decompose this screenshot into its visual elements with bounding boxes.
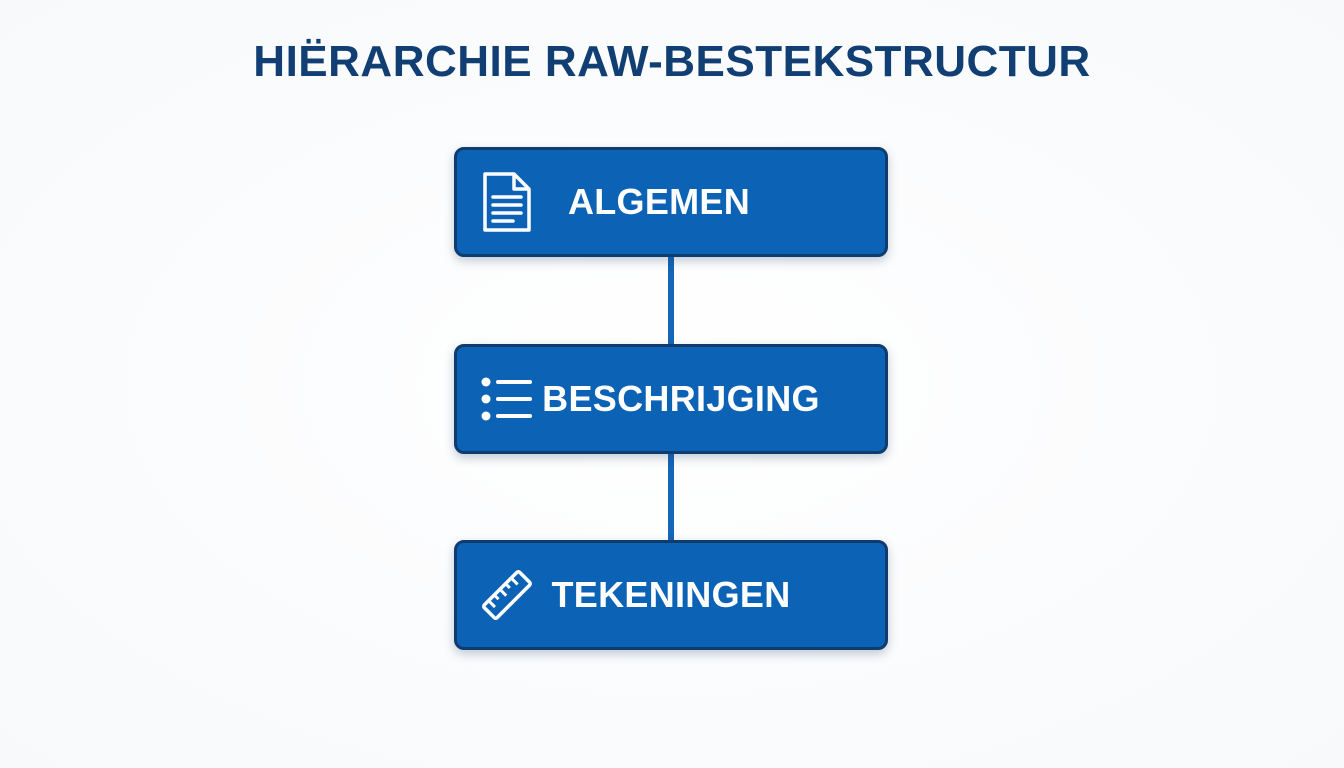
connector-line <box>668 257 674 345</box>
hierarchy-node-tekeningen[interactable]: TEKENINGEN <box>454 540 888 650</box>
node-label: TEKENINGEN <box>551 574 791 615</box>
node-label: BESCHRIJGING <box>542 378 820 419</box>
diagram-title: HIËRARCHIE RAW-BESTEKSTRUCTUR <box>253 37 1091 86</box>
connector-line <box>668 454 674 542</box>
hierarchy-node-algemen[interactable]: ALGEMEN <box>454 147 888 257</box>
node-label: ALGEMEN <box>567 181 751 222</box>
ruler-icon <box>479 564 535 626</box>
document-icon <box>479 171 535 233</box>
list-icon <box>479 368 535 430</box>
hierarchy-node-beschrijging[interactable]: BESCHRIJGING <box>454 344 888 454</box>
